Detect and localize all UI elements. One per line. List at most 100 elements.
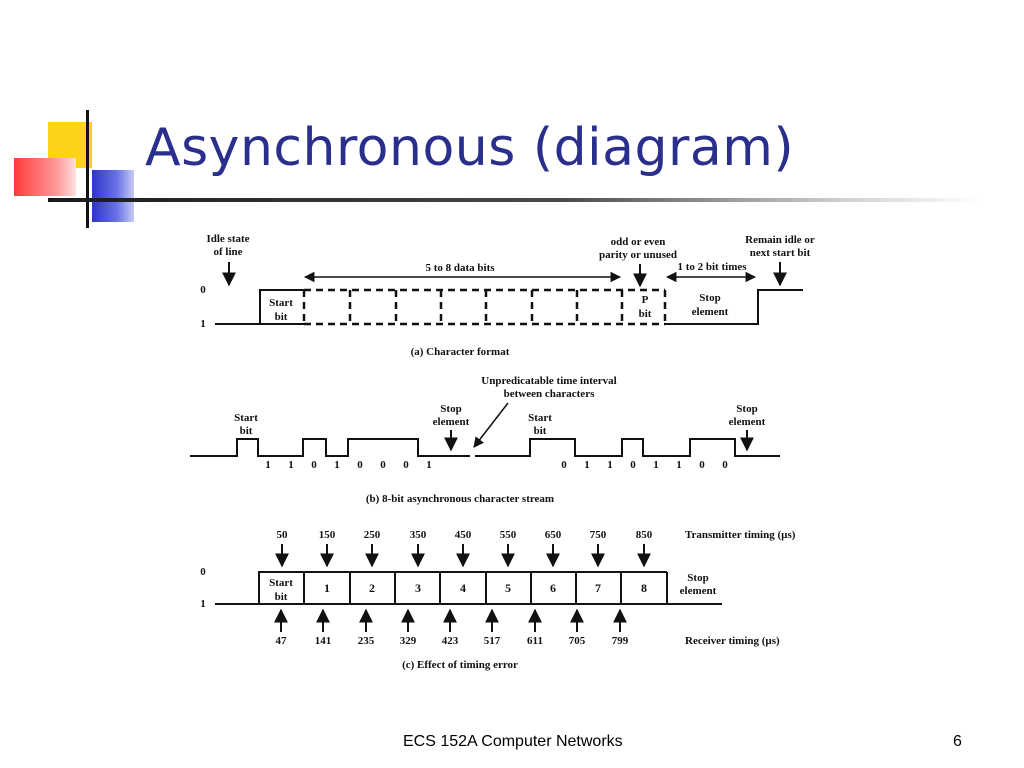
idle-state-label: Idle state: [206, 233, 249, 245]
bit-value: 1: [676, 459, 682, 471]
parity-label: parity or unused: [599, 249, 677, 261]
logo-vertical-line: [86, 110, 89, 228]
stop-element-label-2: element: [729, 416, 766, 428]
transmitter-time: 450: [455, 529, 472, 541]
stop-element-label: element: [680, 585, 717, 597]
transmitter-time: 50: [277, 529, 289, 541]
bit-value: 1: [426, 459, 432, 471]
data-bit-number: 2: [369, 581, 375, 595]
bit-value: 0: [561, 459, 567, 471]
transmitter-time: 250: [364, 529, 381, 541]
bit-value: 0: [311, 459, 317, 471]
panel-a-caption: (a) Character format: [411, 346, 510, 358]
level-0-label: 0: [200, 284, 206, 296]
stop-element-label: element: [692, 306, 729, 318]
receiver-time: 423: [442, 635, 459, 647]
p-bit-label: P: [642, 294, 649, 306]
bit-cell-dividers: [303, 572, 668, 604]
bit-value: 1: [584, 459, 590, 471]
data-bit-numbers: 1 2 3 4 5 6 7 8: [324, 581, 647, 595]
receiver-time: 329: [400, 635, 417, 647]
transmitter-time: 850: [636, 529, 653, 541]
logo-blue-square: [92, 170, 134, 222]
logo-red-square: [14, 158, 76, 196]
title-underline: [50, 198, 980, 202]
slide-logo-graphic: [0, 0, 140, 240]
panel-b-character-stream: Unpredicatable time interval between cha…: [190, 375, 780, 505]
panel-a-character-format: Idle state of line 0 1 5 to 8 data bits …: [200, 233, 815, 358]
receiver-time: 705: [569, 635, 586, 647]
character-2-waveform: [475, 438, 780, 457]
stop-element-label: Stop: [699, 292, 720, 304]
bit-times-label: 1 to 2 bit times: [677, 261, 747, 273]
bit-value: 0: [357, 459, 363, 471]
bit-value: 1: [653, 459, 659, 471]
data-bit-number: 7: [595, 581, 601, 595]
level-1-label: 1: [200, 598, 206, 610]
panel-a-waveform: [215, 289, 304, 325]
receiver-time: 611: [527, 635, 543, 647]
panel-c-timing-error: 50 150 250 350 450 550 650 750 850 Trans…: [200, 529, 796, 671]
transmitter-time: 150: [319, 529, 336, 541]
character-2-bits: 0 1 1 0 1 1 0 0: [561, 459, 728, 471]
page-number: 6: [953, 733, 962, 750]
stop-element-label-1: element: [433, 416, 470, 428]
panel-a-stop-waveform: [665, 289, 803, 325]
start-bit-label-1: bit: [240, 425, 253, 437]
receiver-time: 235: [358, 635, 375, 647]
transmitter-arrows: [275, 544, 651, 568]
receiver-time: 47: [276, 635, 288, 647]
stop-element-label-1: Stop: [440, 403, 461, 415]
receiver-times: 47 141 235 329 423 517 611 705 799: [276, 635, 629, 647]
receiver-time: 799: [612, 635, 629, 647]
level-1-label: 1: [200, 318, 206, 330]
data-bit-number: 4: [460, 581, 466, 595]
data-bit-number: 8: [641, 581, 647, 595]
bit-value: 0: [380, 459, 386, 471]
bit-value: 0: [630, 459, 636, 471]
bit-value: 0: [722, 459, 728, 471]
panel-c-waveform: [215, 571, 667, 605]
stop-element-label-2: Stop: [736, 403, 757, 415]
transmitter-time: 650: [545, 529, 562, 541]
data-bit-number: 3: [415, 581, 421, 595]
slide-footer: ECS 152A Computer Networks: [403, 733, 623, 750]
remain-idle-label: next start bit: [750, 247, 811, 259]
start-bit-label: bit: [275, 311, 288, 323]
character-1-bits: 1 1 0 1 0 0 0 1: [265, 459, 432, 471]
slide-title: Asynchronous (diagram): [145, 118, 795, 178]
transmitter-time: 550: [500, 529, 517, 541]
start-bit-label-1: Start: [234, 412, 258, 424]
p-bit-label: bit: [639, 308, 652, 320]
character-1-waveform: [190, 438, 470, 457]
interval-label: between characters: [504, 388, 595, 400]
transmitter-time: 350: [410, 529, 427, 541]
bit-value: 1: [334, 459, 340, 471]
transmitter-time: 750: [590, 529, 607, 541]
receiver-arrows: [274, 608, 627, 632]
panel-c-caption: (c) Effect of timing error: [402, 659, 518, 671]
transmitter-timing-label: Transmitter timing (µs): [685, 529, 796, 541]
data-bits-label: 5 to 8 data bits: [425, 262, 495, 274]
panel-b-caption: (b) 8-bit asynchronous character stream: [366, 493, 554, 505]
idle-state-label: of line: [213, 246, 242, 258]
receiver-time: 141: [315, 635, 332, 647]
receiver-time: 517: [484, 635, 501, 647]
start-bit-label: Start: [269, 577, 293, 589]
bit-value: 0: [699, 459, 705, 471]
start-bit-label: bit: [275, 591, 288, 603]
bit-value: 1: [265, 459, 271, 471]
receiver-timing-label: Receiver timing (µs): [685, 635, 780, 647]
data-bit-number: 1: [324, 581, 330, 595]
start-bit-label-2: Start: [528, 412, 552, 424]
start-bit-label: Start: [269, 297, 293, 309]
start-bit-label-2: bit: [534, 425, 547, 437]
bit-value: 0: [403, 459, 409, 471]
transmitter-times: 50 150 250 350 450 550 650 750 850: [277, 529, 653, 541]
bit-value: 1: [607, 459, 613, 471]
interval-label: Unpredicatable time interval: [481, 375, 616, 387]
bit-value: 1: [288, 459, 294, 471]
data-bit-number: 6: [550, 581, 556, 595]
interval-arrow: [473, 402, 509, 448]
